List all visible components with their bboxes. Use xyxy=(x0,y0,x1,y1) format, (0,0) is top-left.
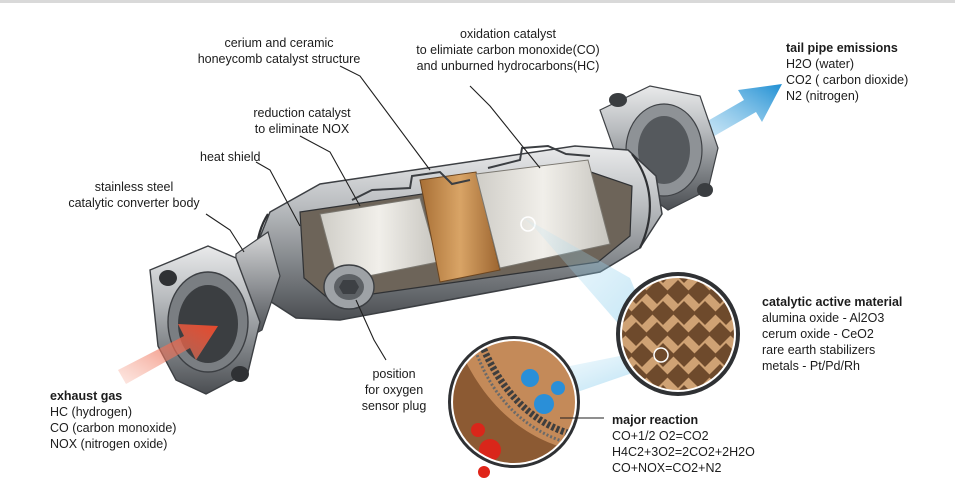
exhaust-title: exhaust gas xyxy=(50,389,123,403)
reaction-item: CO+1/2 O2=CO2 xyxy=(612,429,709,443)
honeycomb-cell xyxy=(713,384,734,390)
honeycomb-cell xyxy=(713,278,734,284)
label-oxygen-sensor: position for oxygen sensor plug xyxy=(354,366,434,414)
leader-heat-shield xyxy=(255,161,301,227)
tailpipe-emissions-block: tail pipe emissions H2O (water) CO2 ( ca… xyxy=(786,40,908,104)
label-oxidation-line-1: oxidation catalyst xyxy=(460,27,556,41)
reaction-item: H4C2+3O2=2CO2+2H2O xyxy=(612,445,755,459)
reaction-magnified xyxy=(448,336,580,478)
tailpipe-item: H2O (water) xyxy=(786,57,855,71)
label-reduction-catalyst: reduction catalyst to eliminate NOX xyxy=(238,105,366,137)
active-item: metals - Pt/Pd/Rh xyxy=(762,359,860,373)
label-oxidation-line-3: and unburned hydrocarbons(HC) xyxy=(416,59,600,73)
tailpipe-item: CO2 ( carbon dioxide) xyxy=(786,73,909,87)
active-material-block: catalytic active material alumina oxide … xyxy=(762,294,902,374)
active-item: alumina oxide - Al2O3 xyxy=(762,311,885,325)
honeycomb-cell xyxy=(687,238,711,262)
tailpipe-item: N2 (nitrogen) xyxy=(786,89,859,103)
active-title: catalytic active material xyxy=(762,295,903,309)
honeycomb-cell xyxy=(622,384,634,390)
label-oxidation-line-2: to elimiate carbon monoxide(CO) xyxy=(416,43,600,57)
honeycomb-cell xyxy=(756,259,780,283)
label-sensor-line-2: for oxygen xyxy=(364,383,424,397)
label-ceramic-line-2: honeycomb catalyst structure xyxy=(197,52,361,66)
honeycomb-cell xyxy=(588,385,612,409)
honeycomb-cell xyxy=(708,238,732,262)
honeycomb-cell xyxy=(735,385,759,409)
leader-reduction xyxy=(299,135,361,207)
honeycomb-cell xyxy=(645,238,669,262)
label-heat-shield: heat shield xyxy=(200,150,261,164)
leader-sensor xyxy=(355,299,387,361)
leader-body xyxy=(205,213,245,253)
active-item: rare earth stabilizers xyxy=(762,343,876,357)
oxygen-sensor-plug xyxy=(323,264,375,310)
label-ceramic-line-1: cerium and ceramic xyxy=(224,36,334,50)
inlet-flange xyxy=(149,231,281,395)
major-reaction-block: major reaction CO+1/2 O2=CO2 H4C2+3O2=2C… xyxy=(612,412,755,476)
leader-ceramic xyxy=(339,65,431,171)
leader-lines xyxy=(205,65,604,419)
label-sensor-line-1: position xyxy=(372,367,416,381)
honeycomb-magnified xyxy=(582,238,780,409)
honeycomb-cell xyxy=(728,363,734,389)
reaction-title: major reaction xyxy=(612,413,699,427)
honeycomb-cell xyxy=(582,322,606,346)
honeycomb-cell xyxy=(729,238,753,262)
tailpipe-title: tail pipe emissions xyxy=(786,41,898,55)
honeycomb-cell xyxy=(756,385,780,409)
honeycomb-cell xyxy=(735,259,759,283)
honeycomb-cell xyxy=(728,279,734,305)
red-molecule-dot xyxy=(478,466,490,478)
reaction-item: CO+NOX=CO2+N2 xyxy=(612,461,722,475)
exhaust-item: NOX (nitrogen oxide) xyxy=(50,437,168,451)
label-ceramic-honeycomb: cerium and ceramic honeycomb catalyst st… xyxy=(186,35,372,67)
label-body-line-1: stainless steel xyxy=(94,180,174,194)
inlet-arrow xyxy=(118,324,218,384)
label-reduction-line-1: reduction catalyst xyxy=(253,106,351,120)
label-body-line-2: catalytic converter body xyxy=(68,196,200,210)
label-sensor-line-3: sensor plug xyxy=(361,399,427,413)
active-item: cerum oxide - CeO2 xyxy=(762,327,874,341)
label-converter-body: stainless steel catalytic converter body xyxy=(52,179,216,211)
label-oxidation-catalyst: oxidation catalyst to elimiate carbon mo… xyxy=(388,26,628,74)
exhaust-item: CO (carbon monoxide) xyxy=(50,421,177,435)
label-reduction-line-2: to eliminate NOX xyxy=(254,122,350,136)
leader-oxidation xyxy=(469,85,541,169)
exhaust-gas-block: exhaust gas HC (hydrogen) CO (carbon mon… xyxy=(50,388,176,452)
honeycomb-cell xyxy=(750,238,774,262)
honeycomb-cell xyxy=(666,238,690,262)
exhaust-item: HC (hydrogen) xyxy=(50,405,132,419)
